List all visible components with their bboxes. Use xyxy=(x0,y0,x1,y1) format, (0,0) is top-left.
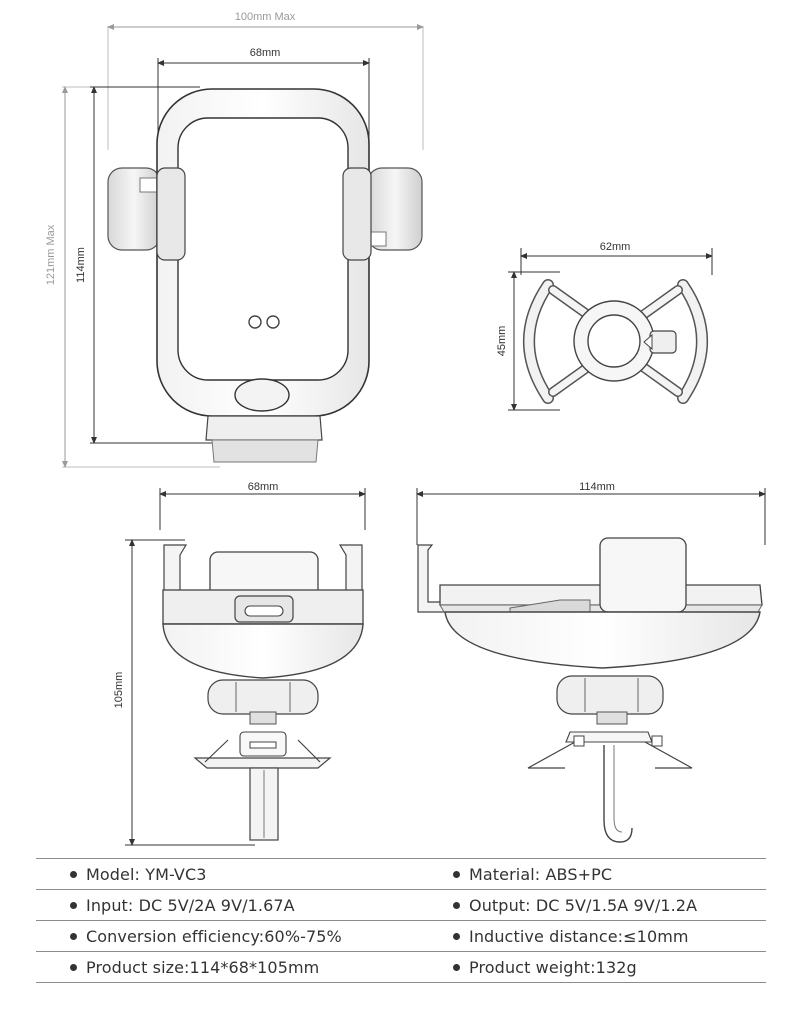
bullet-icon xyxy=(453,870,460,878)
bullet-icon xyxy=(453,901,460,909)
spec-text: Input: DC 5V/2A 9V/1.67A xyxy=(86,895,295,915)
bottom-width-label: 68mm xyxy=(248,481,279,493)
spec-cell: Material: ABS+PC xyxy=(401,865,766,884)
spec-text: Material: ABS+PC xyxy=(469,864,613,884)
front-view: 100mm Max 68mm 121mm Max 114mm xyxy=(45,11,424,468)
spec-cell: Output: DC 5V/1.5A 9V/1.2A xyxy=(401,896,766,915)
bottom-view: 68mm 105mm xyxy=(113,481,366,846)
bottom-height-label: 105mm xyxy=(113,672,125,709)
spec-row: Conversion efficiency:60%-75% Inductive … xyxy=(36,921,766,952)
spec-text: Conversion efficiency:60%-75% xyxy=(86,926,342,946)
front-height-max-label: 121mm Max xyxy=(45,224,57,285)
spec-text: Product weight:132g xyxy=(469,957,637,977)
spec-cell: Input: DC 5V/2A 9V/1.67A xyxy=(36,896,401,915)
spec-cell: Model: YM-VC3 xyxy=(36,865,401,884)
bullet-icon xyxy=(453,963,460,971)
spec-text: Output: DC 5V/1.5A 9V/1.2A xyxy=(469,895,698,915)
side-view: 114mm xyxy=(416,481,766,843)
spec-cell: Conversion efficiency:60%-75% xyxy=(36,927,401,946)
bullet-icon xyxy=(70,932,77,940)
front-width-label: 68mm xyxy=(250,47,281,59)
side-width-label: 114mm xyxy=(579,481,615,493)
mount-view: 62mm 45mm xyxy=(496,241,713,411)
bullet-icon xyxy=(70,870,77,878)
spec-row: Model: YM-VC3 Material: ABS+PC xyxy=(36,858,766,890)
spec-row: Product size:114*68*105mm Product weight… xyxy=(36,952,766,983)
spec-text: Product size:114*68*105mm xyxy=(86,957,320,977)
spec-text: Inductive distance:≤10mm xyxy=(469,926,689,946)
mount-width-label: 62mm xyxy=(600,241,631,253)
spec-row: Input: DC 5V/2A 9V/1.67A Output: DC 5V/1… xyxy=(36,890,766,921)
bullet-icon xyxy=(70,963,77,971)
specs-table: Model: YM-VC3 Material: ABS+PC Input: DC… xyxy=(36,858,766,983)
front-height-label: 114mm xyxy=(75,247,87,283)
spec-cell: Inductive distance:≤10mm xyxy=(401,927,766,946)
mount-height-label: 45mm xyxy=(496,326,508,357)
spec-text: Model: YM-VC3 xyxy=(86,864,207,884)
bullet-icon xyxy=(70,901,77,909)
spec-cell: Product size:114*68*105mm xyxy=(36,958,401,977)
spec-cell: Product weight:132g xyxy=(401,958,766,977)
bullet-icon xyxy=(453,932,460,940)
front-width-max-label: 100mm Max xyxy=(235,11,296,23)
